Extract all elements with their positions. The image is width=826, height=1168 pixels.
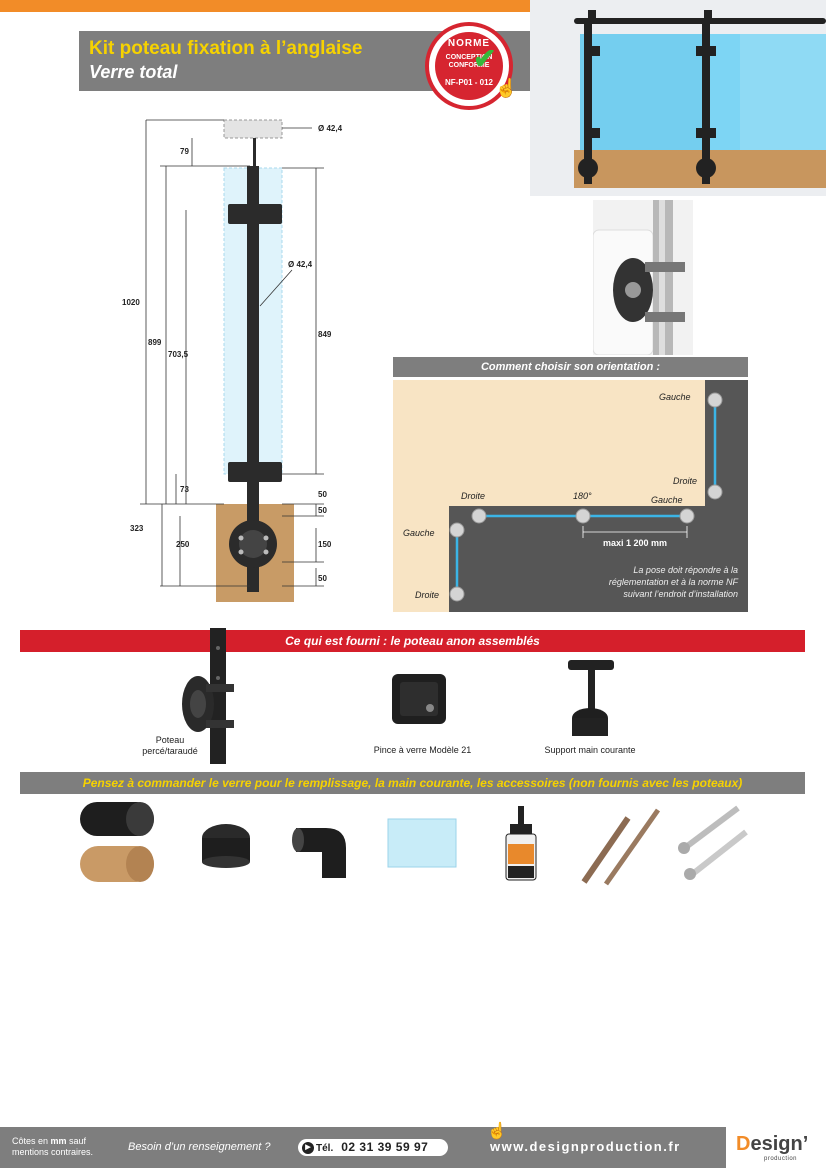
- dim-899: 899: [148, 338, 162, 347]
- dim-703-5: 703,5: [168, 350, 189, 359]
- elbow-illustration: [292, 828, 346, 878]
- bolts-illustration: [678, 805, 748, 880]
- glass-clamp-image: [388, 668, 450, 730]
- dim-250: 250: [176, 540, 190, 549]
- dim-50-a: 50: [318, 490, 327, 499]
- post-illustration: [182, 628, 234, 764]
- label-spacing: maxi 1 200 mm: [603, 538, 668, 548]
- bracket-illustration: [592, 200, 685, 356]
- note-line-1: La pose doit répondre à la: [633, 565, 738, 575]
- dim-50-b: 50: [318, 506, 327, 515]
- orientation-diagram: Gauche Droite Droite 180° Gauche Gauche …: [393, 380, 748, 612]
- glass-panel-illustration: [387, 818, 457, 868]
- pointer-hand-icon: ☝: [487, 1123, 507, 1140]
- logo-main-text: esign’: [750, 1133, 809, 1155]
- badge-conception: CONCEPTION: [445, 54, 493, 61]
- dim-150: 150: [318, 540, 332, 549]
- brand-logo[interactable]: Design’ production: [726, 1127, 826, 1168]
- post-dimension-drawing: [140, 119, 324, 602]
- label-gauche-middle: Gauche: [651, 495, 683, 505]
- pointer-hand-icon: ☝: [495, 78, 518, 98]
- footer-tel-number[interactable]: 02 31 39 59 97: [341, 1140, 429, 1154]
- item-post-line-1: Poteau: [155, 735, 185, 745]
- badge-inner: NORME CONCEPTION CONFORME NF-P01 - 012 ✔: [435, 32, 503, 100]
- glass-panel-image: [387, 818, 457, 868]
- item-post-label: Poteau percé/taraudé: [120, 735, 220, 757]
- label-droite-middle: Droite: [461, 491, 486, 501]
- label-droite-right-low: Droite: [673, 476, 698, 486]
- handrail-support-illustration: [568, 660, 614, 736]
- footer-note-unit: mm: [50, 1136, 67, 1146]
- footer-note-line-2: mentions contraires.: [12, 1147, 94, 1157]
- logo-subtext: production: [764, 1156, 798, 1162]
- elbow-joint-image: [292, 808, 356, 880]
- footer-units-note: Côtes en mm sauf mentions contraires.: [12, 1136, 93, 1158]
- orientation-layout-drawing: [393, 380, 723, 612]
- badge-norme-text: NORME: [447, 38, 491, 49]
- label-angle-180: 180°: [573, 491, 592, 501]
- drill-bits-image: [574, 804, 664, 888]
- note-line-2: réglementation et à la norme NF: [608, 577, 738, 587]
- drill-bits-illustration: [581, 808, 661, 886]
- handrail-support-image: [560, 658, 622, 740]
- note-line-3: suivant l’endroit d’installation: [623, 589, 738, 599]
- end-cap-image: [198, 822, 254, 868]
- play-icon: ▶: [302, 1142, 314, 1155]
- page-title: Kit poteau fixation à l’anglaise: [89, 38, 363, 59]
- label-droite-left: Droite: [415, 590, 440, 600]
- footer-phone-pill[interactable]: ▶Tél. 02 31 39 59 97: [298, 1139, 448, 1156]
- check-icon: ✔: [473, 43, 497, 74]
- footer-note-prefix: Côtes en: [12, 1136, 51, 1146]
- dim-73: 73: [180, 485, 189, 494]
- badge-conforme: CONFORME: [448, 62, 490, 69]
- item-support-label: Support main courante: [544, 745, 636, 755]
- item-post-line-2: percé/taraudé: [142, 746, 198, 756]
- railing-illustration: [530, 0, 826, 196]
- logo-letter-d: D: [736, 1133, 751, 1155]
- page-subtitle: Verre total: [89, 62, 178, 82]
- dim-323: 323: [130, 524, 144, 533]
- tubes-illustration: [80, 802, 154, 882]
- dim-1020: 1020: [122, 298, 140, 307]
- nf-norme-badge[interactable]: NORME CONCEPTION CONFORME NF-P01 - 012 ✔: [425, 22, 513, 110]
- handrail-tubes-image: [78, 798, 158, 888]
- order-reminder-banner: Pensez à commander le verre pour le remp…: [20, 772, 805, 794]
- installation-note: La pose doit répondre à la réglementatio…: [543, 564, 738, 600]
- dim-79: 79: [180, 147, 189, 156]
- bottle-illustration: [505, 806, 537, 881]
- supplied-banner: Ce qui est fourni : le poteau anon assem…: [20, 630, 805, 652]
- orientation-header: Comment choisir son orientation :: [393, 357, 748, 377]
- label-gauche-top-right: Gauche: [659, 392, 691, 402]
- logo-wordmark: Design’: [736, 1133, 808, 1156]
- badge-reference-text: NF-P01 - 012: [444, 78, 494, 87]
- threadlock-bottle-image: [504, 806, 538, 882]
- footer-question: Besoin d’un renseignement ?: [128, 1141, 271, 1153]
- railing-photo: [530, 0, 826, 196]
- footer-note-line-1: Côtes en mm sauf: [12, 1136, 93, 1147]
- footer-tel-label: Tél.: [316, 1143, 334, 1154]
- item-clamp-label: Pince à verre Modèle 21: [373, 745, 472, 755]
- dim-handrail-diameter: Ø 42,4: [318, 124, 343, 133]
- footer: Côtes en mm sauf mentions contraires. Be…: [0, 1123, 826, 1168]
- badge-conception-text: CONCEPTION CONFORME: [435, 54, 503, 70]
- dim-post-diameter: Ø 42,4: [288, 260, 313, 269]
- anchor-bolts-image: [676, 802, 752, 880]
- footer-website-link[interactable]: www.designproduction.fr: [490, 1139, 681, 1154]
- footer-note-suffix: sauf: [66, 1136, 87, 1146]
- post-product-image: [170, 628, 260, 764]
- dim-50-c: 50: [318, 574, 327, 583]
- technical-drawing: Ø 42,4 79 1020 899 703,5 Ø 42,4 849 73 5…: [100, 110, 360, 610]
- end-cap-illustration: [202, 824, 250, 868]
- clamp-illustration: [392, 674, 446, 724]
- bracket-photo: [592, 200, 693, 356]
- dim-849: 849: [318, 330, 332, 339]
- label-gauche-left: Gauche: [403, 528, 435, 538]
